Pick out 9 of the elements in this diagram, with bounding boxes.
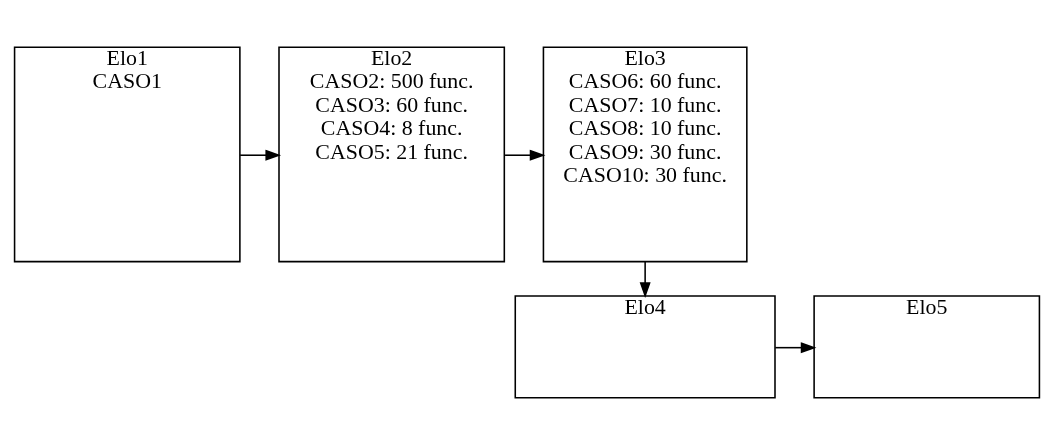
node-box: Elo2 CASO2: 500 func. CASO3: 60 func. CASO4: 8 func. CASO5: 21 func. — [278, 46, 506, 263]
node-box: Elo3 CASO6: 60 func. CASO7: 10 func. CASO8: 10 func. CASO9: 30 func. CASO10: 30 func. — [542, 46, 748, 263]
arrow — [239, 149, 282, 161]
node-box: Elo5 — [813, 295, 1041, 399]
node-box: Elo1 CASO1 — [13, 46, 241, 263]
arrow — [639, 261, 651, 299]
arrow — [504, 149, 546, 161]
arrow — [774, 342, 817, 354]
node-box: Elo4 — [514, 295, 776, 399]
